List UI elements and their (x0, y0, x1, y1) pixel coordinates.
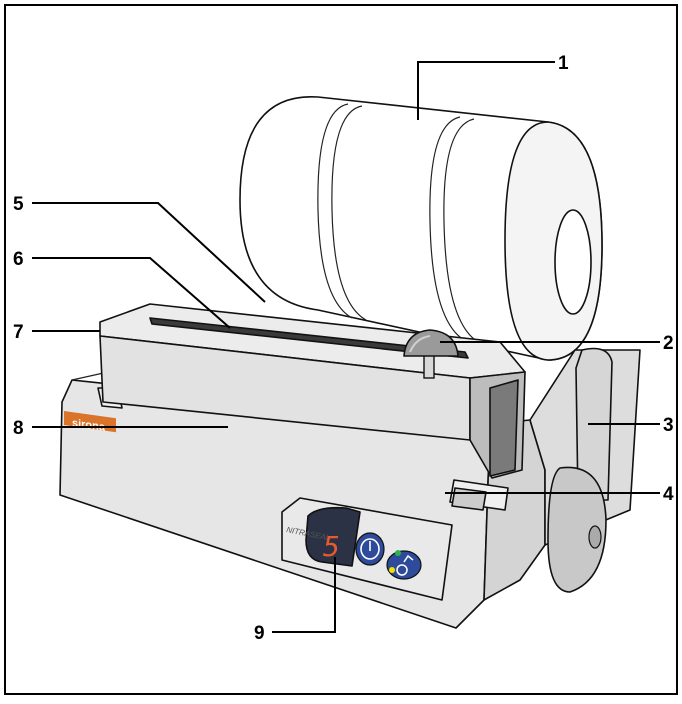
label-3: 3 (663, 415, 674, 436)
label-1: 1 (558, 53, 569, 74)
leader-6 (32, 257, 231, 329)
control-panel: NITRASEAL 5 (281, 497, 453, 601)
green-led-icon (395, 550, 401, 556)
paper-knob (403, 329, 459, 379)
label-6: 6 (13, 249, 24, 270)
label-8: 8 (13, 418, 24, 439)
label-2: 2 (663, 333, 674, 354)
display-digit: 5 (323, 530, 340, 563)
leader-9 (272, 557, 336, 633)
paper-roll (239, 96, 603, 361)
label-7: 7 (13, 322, 24, 343)
yellow-led-icon (389, 567, 395, 573)
label-4: 4 (663, 484, 674, 505)
brand-text: sirona (72, 417, 106, 434)
label-5: 5 (13, 194, 24, 215)
callout-labels: 1 2 3 4 5 6 7 8 9 (13, 53, 674, 644)
label-9: 9 (254, 623, 265, 644)
leader-1 (417, 61, 555, 120)
callout-lines (32, 61, 660, 633)
leader-5 (32, 202, 266, 303)
